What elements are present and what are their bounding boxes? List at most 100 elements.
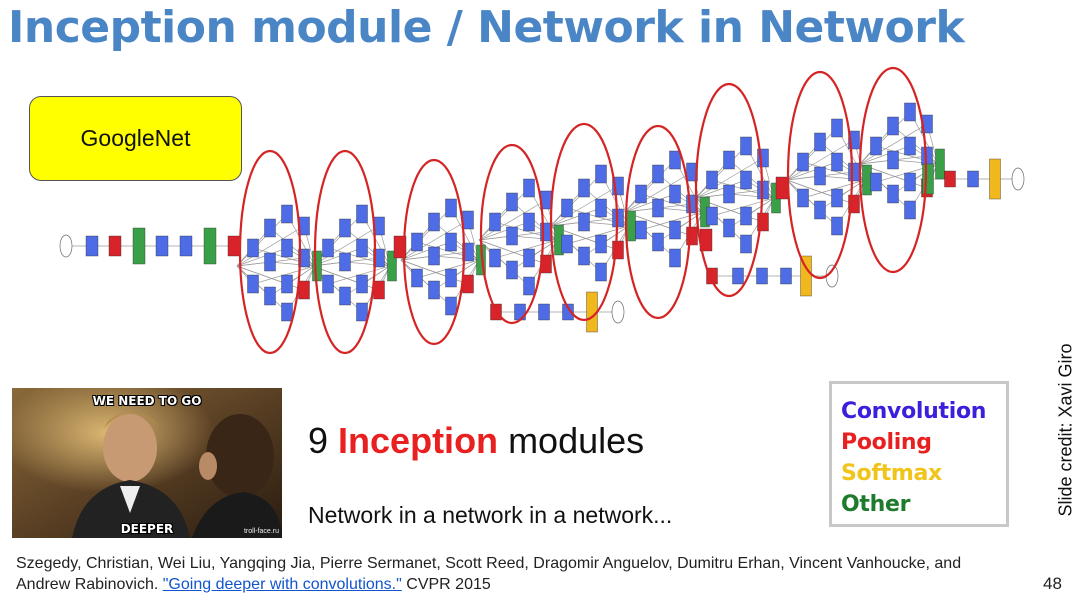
inception-conv-layer bbox=[445, 198, 457, 218]
diagram-edge bbox=[786, 179, 855, 205]
headline-count: 9 bbox=[308, 420, 329, 461]
aux-classifier-layer bbox=[732, 267, 744, 285]
meme-bottom-caption: DEEPER bbox=[120, 522, 174, 536]
inception-conv-layer bbox=[506, 260, 518, 280]
diagram-edge bbox=[624, 159, 676, 213]
inception-conv-layer bbox=[887, 116, 899, 136]
inception-conv-layer bbox=[612, 240, 624, 260]
inception-conv-layer bbox=[523, 178, 535, 198]
inception-module-ring bbox=[238, 149, 302, 355]
citation: Szegedy, Christian, Wei Liu, Yangqing Ji… bbox=[16, 553, 996, 595]
conv-layer bbox=[179, 235, 193, 257]
inception-conv-layer bbox=[339, 286, 351, 306]
inception-module-ring bbox=[479, 143, 545, 325]
headline-highlight: Inception bbox=[338, 420, 499, 461]
diagram-edge bbox=[786, 179, 838, 227]
diagram-edge bbox=[478, 187, 530, 241]
diagram-edge bbox=[478, 199, 547, 241]
inception-conv-layer bbox=[814, 132, 826, 152]
inception-conv-layer bbox=[428, 246, 440, 266]
inception-conv-layer bbox=[281, 274, 293, 294]
inception-conv-layer bbox=[686, 194, 698, 214]
inception-conv-layer bbox=[740, 170, 752, 190]
inception-conv-layer bbox=[652, 198, 664, 218]
inception-conv-layer bbox=[356, 204, 368, 224]
page-number: 48 bbox=[1043, 574, 1062, 593]
headline: 9 Inception modules bbox=[308, 420, 644, 462]
depth-concat-layer bbox=[387, 250, 397, 282]
inception-conv-layer bbox=[797, 152, 809, 172]
aux-classifier-layer bbox=[562, 303, 574, 321]
inception-conv-layer bbox=[669, 150, 681, 170]
inception-conv-layer bbox=[814, 166, 826, 186]
color-legend: Convolution Pooling Softmax Other bbox=[829, 381, 1009, 527]
legend-item-other: Other bbox=[841, 492, 911, 517]
inception-conv-layer bbox=[612, 176, 624, 196]
inception-conv-layer bbox=[445, 296, 457, 316]
aux-classifier-layer bbox=[706, 267, 718, 285]
diagram-edge bbox=[400, 259, 452, 307]
lrn-layer bbox=[132, 227, 146, 265]
inception-conv-layer bbox=[356, 302, 368, 322]
inception-conv-layer bbox=[561, 198, 573, 218]
aux-classifier-layer bbox=[538, 303, 550, 321]
citation-paper-link[interactable]: "Going deeper with convolutions." bbox=[162, 576, 402, 593]
concat-layer bbox=[922, 163, 934, 195]
inception-module-ring bbox=[313, 149, 377, 355]
inception-conv-layer bbox=[281, 204, 293, 224]
inception-conv-layer bbox=[506, 226, 518, 246]
inception-conv-layer bbox=[887, 184, 899, 204]
inception-conv-layer bbox=[706, 170, 718, 190]
aux-output-node bbox=[611, 300, 625, 324]
inception-conv-layer bbox=[635, 184, 647, 204]
inception-conv-layer bbox=[445, 232, 457, 252]
inception-conv-layer bbox=[757, 212, 769, 232]
aux-classifier-layer bbox=[756, 267, 768, 285]
inception-conv-layer bbox=[831, 216, 843, 236]
inception-module-ring bbox=[858, 66, 928, 274]
inception-conv-layer bbox=[723, 218, 735, 238]
diagram-edge bbox=[400, 207, 452, 261]
inception-conv-layer bbox=[870, 172, 882, 192]
diagram-edge bbox=[400, 219, 469, 261]
inception-conv-layer bbox=[428, 212, 440, 232]
meme-top-caption: WE NEED TO GO bbox=[92, 394, 202, 408]
softmax-layer bbox=[989, 158, 1001, 200]
diagram-edge bbox=[550, 185, 619, 227]
diagram-edge bbox=[786, 161, 838, 181]
depth-concat-layer bbox=[862, 164, 872, 196]
inception-conv-layer bbox=[652, 232, 664, 252]
inception-conv-layer bbox=[339, 218, 351, 238]
diagram-edge bbox=[400, 259, 469, 285]
pooling-layer bbox=[775, 176, 789, 200]
inception-conv-layer bbox=[247, 238, 259, 258]
inception-conv-layer bbox=[848, 194, 860, 214]
inception-conv-layer bbox=[339, 252, 351, 272]
inception-conv-layer bbox=[887, 150, 899, 170]
googlenet-label: GoogleNet bbox=[80, 125, 191, 151]
lrn-layer bbox=[203, 227, 217, 265]
inception-conv-layer bbox=[797, 188, 809, 208]
diagram-edge bbox=[695, 157, 764, 199]
depth-concat-layer bbox=[935, 148, 945, 180]
output-node bbox=[1011, 167, 1025, 191]
depth-concat-layer bbox=[312, 250, 322, 282]
inception-conv-layer bbox=[264, 286, 276, 306]
slide-title: Inception module / Network in Network bbox=[8, 2, 965, 53]
inception-conv-layer bbox=[462, 242, 474, 262]
inception-conv-layer bbox=[298, 280, 310, 300]
legend-item-pooling: Pooling bbox=[841, 430, 932, 455]
inception-module-ring bbox=[694, 82, 764, 298]
inception-conv-layer bbox=[848, 162, 860, 182]
diagram-edge bbox=[624, 211, 693, 237]
inception-conv-layer bbox=[578, 178, 590, 198]
diagram-edge bbox=[400, 241, 452, 261]
inception-conv-layer bbox=[322, 238, 334, 258]
googlenet-architecture-diagram bbox=[59, 66, 1025, 355]
diagram-edge bbox=[859, 145, 911, 165]
pooling-layer bbox=[108, 235, 122, 257]
inception-conv-layer bbox=[904, 136, 916, 156]
inception-conv-layer bbox=[686, 226, 698, 246]
diagram-edge bbox=[859, 111, 911, 165]
inception-conv-layer bbox=[322, 274, 334, 294]
